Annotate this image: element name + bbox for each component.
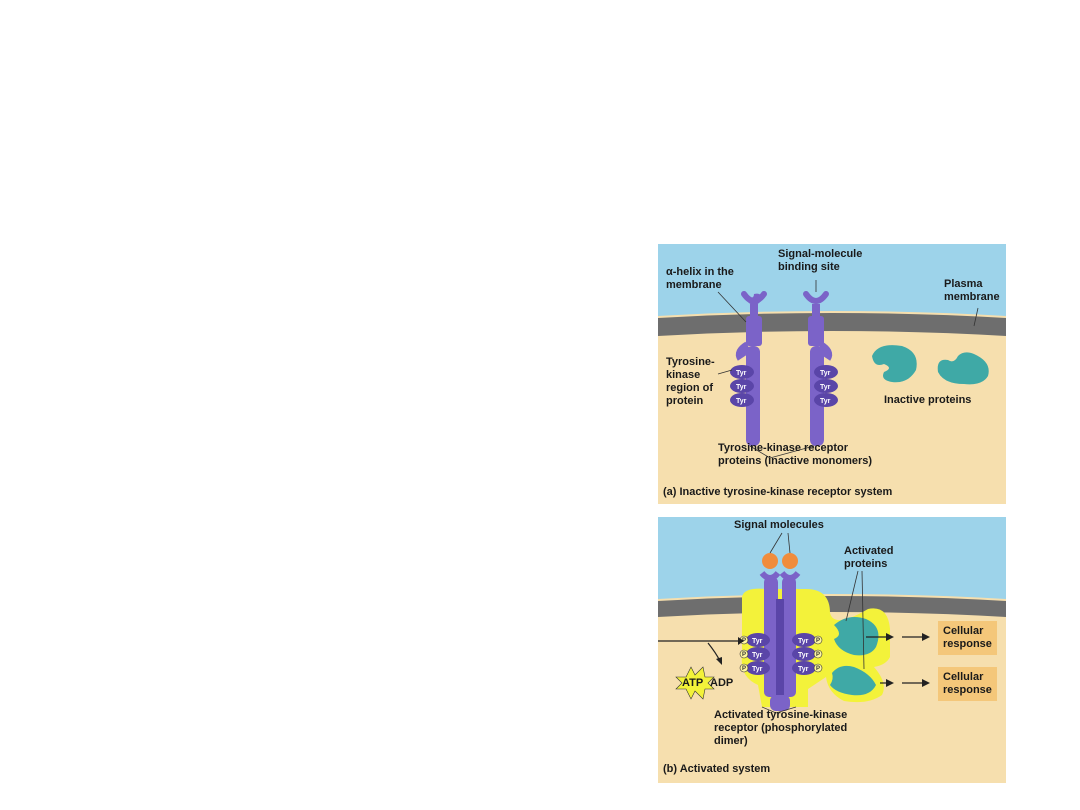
receptor-monomer-right: Tyr Tyr Tyr bbox=[803, 291, 838, 446]
arrows bbox=[658, 633, 930, 687]
activated-protein-shape bbox=[830, 665, 876, 696]
cellular-response-box-1: Cellular response bbox=[938, 621, 997, 655]
atp-burst-icon bbox=[675, 666, 715, 700]
tyr-label: Tyr bbox=[798, 652, 809, 659]
tyr-label: Tyr bbox=[752, 652, 763, 659]
activated-protein-shape bbox=[834, 617, 879, 656]
alpha-helix-label: α-helix in the membrane bbox=[666, 266, 734, 291]
phosphate-label: P bbox=[816, 638, 820, 644]
leader-lines bbox=[761, 532, 865, 714]
inactive-protein-shape bbox=[937, 352, 989, 385]
tyr-label: Tyr bbox=[820, 370, 831, 377]
tyr-label: Tyr bbox=[736, 398, 747, 405]
panel-inactive-system: Tyr Tyr Tyr Tyr Tyr Tyr bbox=[658, 244, 1006, 504]
phosphate-label: P bbox=[742, 666, 746, 672]
tyr-label: Tyr bbox=[798, 666, 809, 673]
inactive-proteins-label: Inactive proteins bbox=[884, 394, 972, 406]
caption-a: (a) Inactive tyrosine-kinase receptor sy… bbox=[663, 486, 893, 498]
signal-molecule-left bbox=[762, 553, 778, 569]
phosphate-label: P bbox=[742, 652, 746, 658]
activated-proteins-label: Activated proteins bbox=[844, 545, 894, 570]
binding-site-label: Signal-molecule binding site bbox=[778, 248, 863, 273]
tyr-label: Tyr bbox=[820, 384, 831, 391]
phosphate-label: P bbox=[742, 638, 746, 644]
kinase-region-label: Tyrosine- kinase region of protein bbox=[666, 356, 715, 407]
signal-molecule-right bbox=[782, 553, 798, 569]
inactive-protein-shape bbox=[872, 345, 917, 383]
receptor-monomer-left: Tyr Tyr Tyr bbox=[730, 291, 767, 446]
plasma-membrane bbox=[658, 313, 1006, 336]
receptor-dimer: Tyr Tyr Tyr Tyr Tyr Tyr bbox=[746, 570, 816, 711]
caption-b: (b) Activated system bbox=[663, 763, 771, 775]
panel-activated-system: Tyr Tyr Tyr Tyr Tyr Tyr P P P P P P bbox=[658, 517, 1006, 783]
tyr-label: Tyr bbox=[798, 638, 809, 645]
cellular-response-box-2: Cellular response bbox=[938, 667, 997, 701]
receptor-proteins-label: Tyrosine-kinase receptor proteins (inact… bbox=[718, 442, 873, 467]
signal-molecules-label: Signal molecules bbox=[734, 519, 824, 531]
tyr-label: Tyr bbox=[736, 370, 747, 377]
leader-lines bbox=[717, 280, 979, 459]
phosphate-label: P bbox=[816, 652, 820, 658]
activated-receptor-label: Activated tyrosine-kinase receptor (phos… bbox=[714, 709, 848, 747]
atp-label: ATP bbox=[682, 677, 704, 689]
extracellular-region bbox=[658, 517, 1006, 599]
tyr-label: Tyr bbox=[820, 398, 831, 405]
plasma-membrane-label: Plasma membrane bbox=[944, 278, 1000, 303]
tyr-label: Tyr bbox=[752, 638, 763, 645]
tyr-label: Tyr bbox=[752, 666, 763, 673]
phosphate-groups: P P P P P P bbox=[739, 635, 823, 673]
tyr-label: Tyr bbox=[736, 384, 747, 391]
adp-label: ADP bbox=[710, 677, 734, 689]
inactive-system-illustration: Tyr Tyr Tyr Tyr Tyr Tyr bbox=[658, 244, 1006, 504]
phosphate-label: P bbox=[816, 666, 820, 672]
